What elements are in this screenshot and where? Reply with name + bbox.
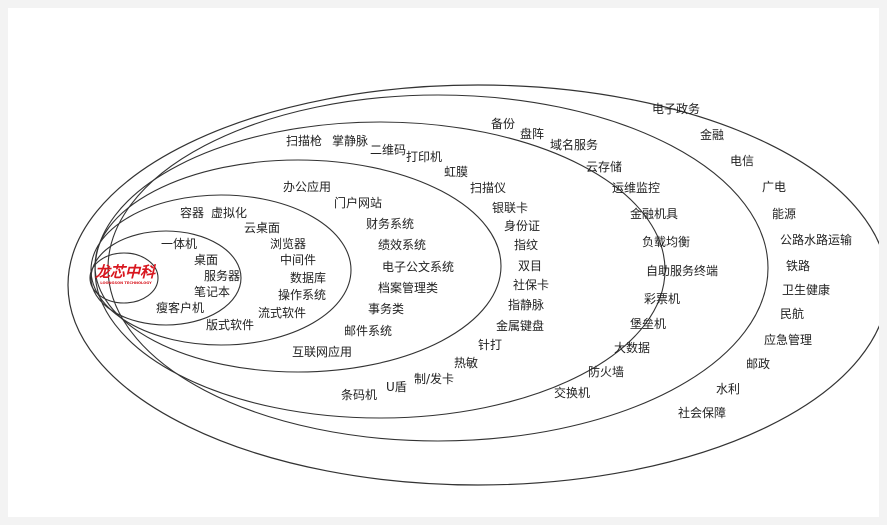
label-telecom: 电信 (730, 154, 754, 168)
label-database: 数据库 (290, 270, 326, 285)
label-dot-matrix: 针打 (478, 337, 502, 352)
label-water-resources: 水利 (716, 382, 740, 396)
label-fingerprint: 指纹 (514, 237, 538, 252)
label-disk-array: 盘阵 (520, 126, 544, 141)
label-cloud-storage: 云存储 (586, 159, 622, 174)
label-scanner-gun: 扫描枪 (286, 133, 322, 148)
label-lottery-machine: 彩票机 (644, 292, 680, 306)
label-scanner: 扫描仪 (470, 181, 506, 195)
nested-ellipse-diagram: 龙芯中科 LOONGSON TECHNOLOGY 一体机 桌面 服务器 笔记本 … (67, 84, 879, 486)
label-archive-management: 档案管理类 (378, 280, 438, 295)
loongson-logo: 龙芯中科 LOONGSON TECHNOLOGY (95, 263, 157, 285)
ring-5 (107, 94, 769, 442)
label-layout-software: 版式软件 (206, 318, 254, 332)
label-e-document-system: 电子公文系统 (382, 259, 454, 274)
label-office-apps: 办公应用 (283, 179, 331, 194)
label-emergency-management: 应急管理 (764, 332, 812, 347)
label-operating-system: 操作系统 (278, 287, 326, 302)
label-bastion-host: 堡垒机 (630, 316, 666, 331)
label-thin-client: 瘦客户机 (156, 300, 204, 315)
label-binocular: 双目 (518, 259, 542, 273)
label-middleware: 中间件 (280, 252, 316, 267)
label-streaming-software: 流式软件 (258, 306, 306, 320)
label-desktop: 桌面 (194, 253, 218, 267)
ring-group (67, 84, 879, 486)
ring-labels: 一体机 桌面 服务器 笔记本 瘦客户机 容器 虚拟化 云桌面 浏览器 中间件 数… (156, 101, 852, 420)
label-civil-aviation: 民航 (780, 306, 804, 321)
label-social-security-card: 社保卡 (513, 277, 549, 292)
label-finance: 金融 (700, 127, 724, 142)
label-self-service-terminal: 自助服务终端 (646, 263, 718, 278)
label-palm-vein: 掌静脉 (332, 133, 368, 148)
label-container: 容器 (180, 205, 204, 220)
label-thermal: 热敏 (454, 355, 478, 370)
label-browser: 浏览器 (270, 236, 306, 251)
label-finger-vein: 指静脉 (508, 297, 544, 312)
label-financial-equipment: 金融机具 (630, 206, 678, 221)
logo-subtitle: LOONGSON TECHNOLOGY (100, 281, 152, 285)
label-metal-keyboard: 金属键盘 (496, 318, 544, 333)
label-backup: 备份 (491, 117, 515, 131)
label-e-government: 电子政务 (652, 101, 700, 116)
label-cloud-desktop: 云桌面 (244, 221, 280, 235)
ring-1 (90, 230, 242, 326)
logo-name: 龙芯中科 (95, 263, 157, 281)
label-big-data: 大数据 (614, 340, 650, 355)
label-internet-apps: 互联网应用 (292, 344, 352, 359)
ring-3 (94, 159, 502, 373)
label-railway: 铁路 (786, 258, 810, 273)
ring-2 (90, 194, 352, 346)
label-qr-code: 二维码 (370, 143, 406, 157)
label-server: 服务器 (204, 268, 240, 283)
label-firewall: 防火墙 (588, 364, 624, 379)
label-affairs: 事务类 (368, 301, 404, 316)
ring-6-outer (67, 84, 879, 486)
label-social-insurance: 社会保障 (678, 405, 726, 420)
label-unionpay-card: 银联卡 (492, 201, 528, 215)
label-performance-system: 绩效系统 (378, 237, 426, 252)
label-all-in-one: 一体机 (161, 237, 197, 251)
diagram-stage: 龙芯中科 LOONGSON TECHNOLOGY 一体机 桌面 服务器 笔记本 … (8, 8, 879, 517)
label-energy: 能源 (772, 207, 796, 221)
label-health: 卫生健康 (782, 282, 830, 297)
label-u-key: U盾 (386, 380, 407, 394)
label-portal: 门户网站 (334, 195, 382, 210)
label-dns: 域名服务 (550, 137, 598, 152)
label-virtualization: 虚拟化 (211, 206, 247, 220)
label-mail-system: 邮件系统 (344, 324, 392, 338)
label-road-water-transport: 公路水路运输 (780, 232, 852, 247)
label-broadcasting: 广电 (762, 180, 786, 194)
label-notebook: 笔记本 (194, 284, 230, 299)
label-iris: 虹膜 (444, 165, 468, 179)
label-id-card: 身份证 (504, 218, 540, 233)
label-finance-system: 财务系统 (366, 216, 414, 231)
ring-core (89, 252, 159, 304)
label-printer: 打印机 (406, 150, 442, 164)
label-load-balancing: 负载均衡 (642, 235, 690, 249)
label-barcode-printer: 条码机 (341, 388, 377, 402)
label-card-issuing: 制/发卡 (414, 371, 454, 386)
label-ops-monitoring: 运维监控 (612, 181, 660, 195)
label-postal: 邮政 (746, 357, 770, 371)
label-switch: 交换机 (554, 385, 590, 400)
